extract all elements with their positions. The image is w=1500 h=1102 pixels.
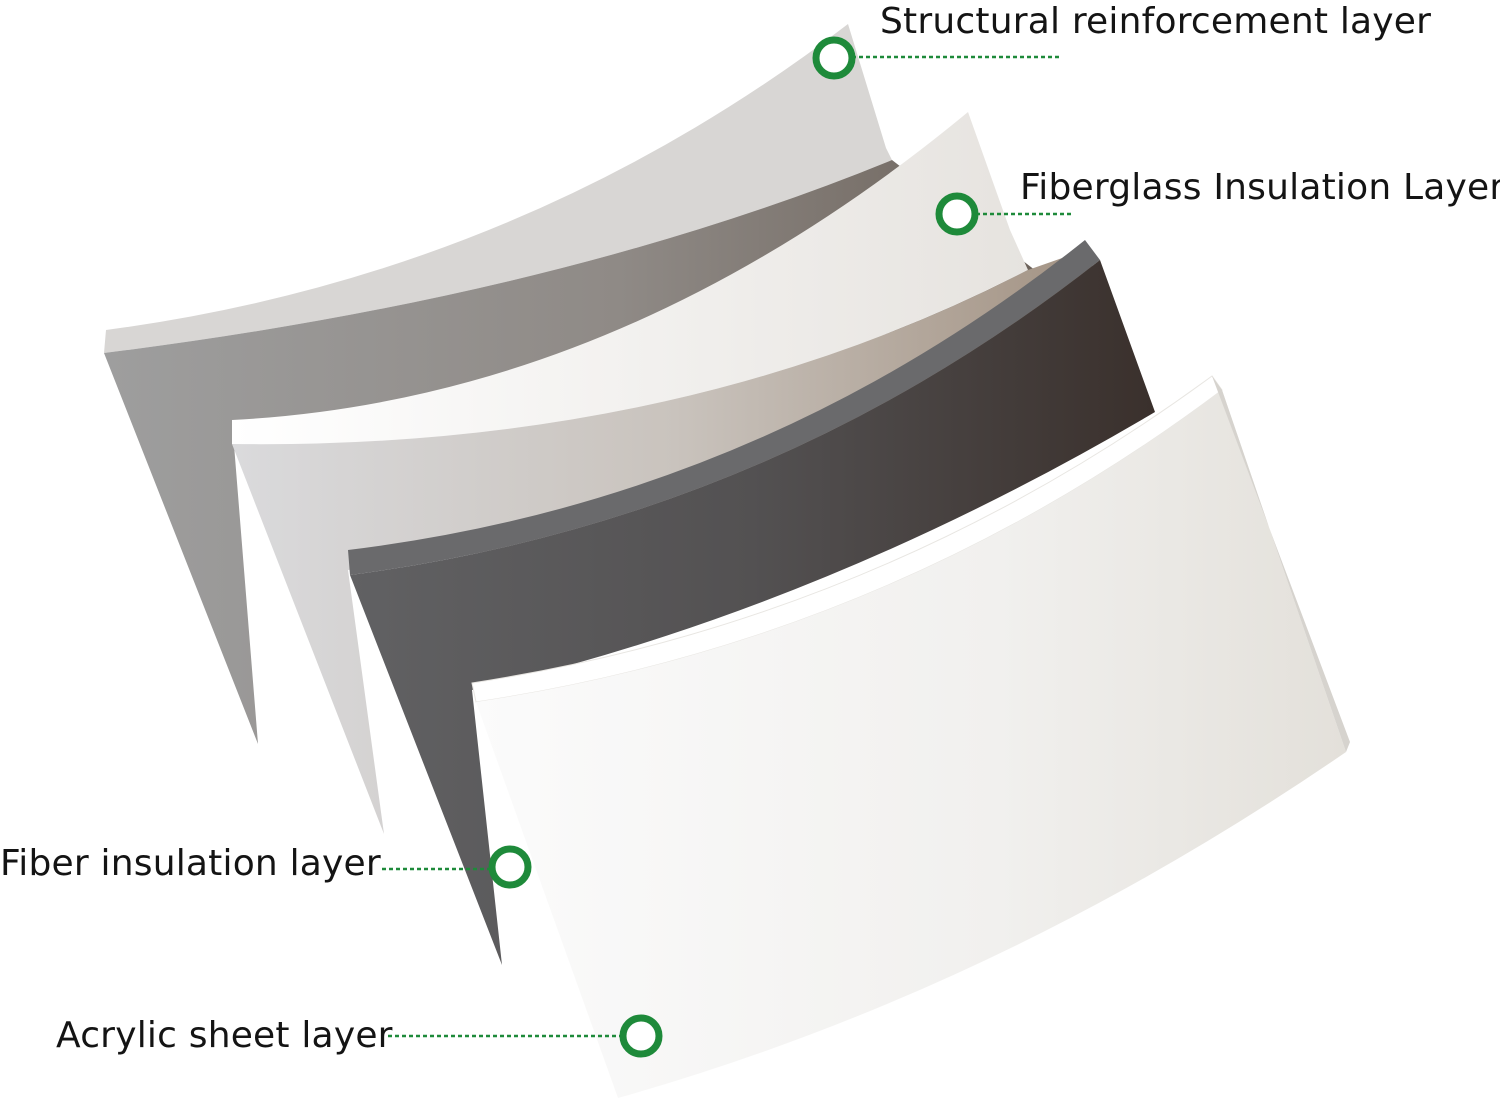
- fiber-insulation-panel: [348, 240, 1155, 965]
- fiber-panel-face: [350, 260, 1155, 965]
- fiber-panel-top-edge: [348, 240, 1100, 575]
- acrylic-panel-right-edge: [1212, 376, 1350, 752]
- fiberglass-panel-top-edge: [232, 112, 1028, 445]
- acrylic-panel-face: [476, 390, 1346, 1098]
- marker-acrylic-ring: [619, 1014, 663, 1058]
- marker-structural-ring: [812, 36, 856, 80]
- label-structural-reinforcement-layer: Structural reinforcement layer: [880, 1, 1432, 42]
- marker-fiber-ring: [488, 845, 532, 889]
- label-fiberglass-insulation-layer: Fiberglass Insulation Layer: [1020, 167, 1500, 208]
- marker-fiberglass-ring: [935, 192, 979, 236]
- label-fiber-insulation-layer: Fiber insulation layer: [0, 843, 381, 884]
- markers: [488, 36, 979, 1058]
- label-acrylic-sheet-layer: Acrylic sheet layer: [56, 1015, 393, 1056]
- acrylic-sheet-panel: [471, 375, 1350, 1098]
- leader-lines: [382, 55, 1074, 1038]
